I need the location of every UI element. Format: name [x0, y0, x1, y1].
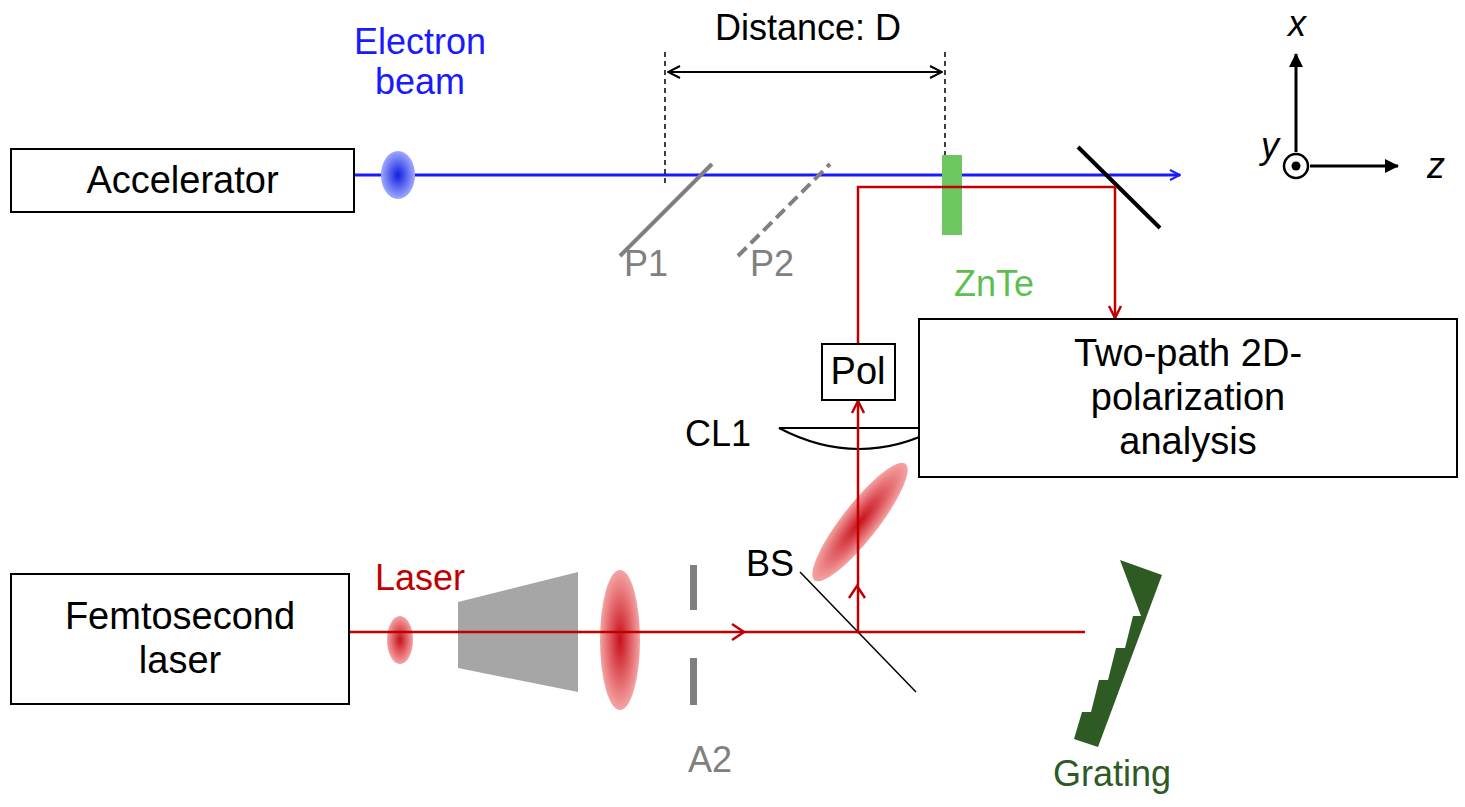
- screen-p1: [620, 164, 712, 256]
- electron-beam-line: [355, 174, 1180, 177]
- node-text: Pol: [831, 350, 886, 394]
- part-label: P1: [624, 244, 668, 284]
- node-text: Femtosecond laser: [50, 595, 310, 682]
- part-label: A2: [688, 740, 732, 780]
- part-label: Laser: [375, 558, 465, 598]
- tilted-pulse: [800, 453, 919, 592]
- axis-label: x: [1288, 4, 1306, 44]
- dimension-label: Distance: D: [715, 8, 901, 48]
- axis-label: y: [1261, 126, 1279, 166]
- polarizer-box: Pol: [821, 343, 896, 401]
- grating: [1074, 560, 1162, 747]
- axis-x: [1295, 54, 1298, 152]
- axis-y: [1284, 154, 1308, 178]
- axis-y-dot: [1292, 162, 1301, 171]
- dimension-arrow: [668, 71, 942, 73]
- expanded-laser-pulse: [600, 570, 640, 710]
- accelerator-box: Accelerator: [10, 148, 355, 213]
- dimension-line: [944, 52, 946, 155]
- analysis-box: Two-path 2D-polarization analysis: [918, 318, 1458, 478]
- axis-label: z: [1427, 146, 1445, 186]
- screen-p2: [738, 164, 830, 256]
- laser-pulse: [387, 616, 413, 664]
- part-label: Grating: [1053, 754, 1171, 794]
- node-text: Accelerator: [86, 159, 278, 203]
- part-label: BS: [746, 544, 794, 584]
- part-label: P2: [750, 244, 794, 284]
- node-text: Two-path 2D-polarization analysis: [1038, 332, 1338, 463]
- znte-crystal: [942, 155, 962, 235]
- laser-source-box: Femtosecond laser: [10, 573, 350, 705]
- aperture-a2: [690, 565, 697, 610]
- beam-label: Electron beam: [320, 22, 520, 103]
- part-label: CL1: [685, 414, 751, 454]
- electron-bunch: [381, 151, 415, 199]
- dimension-line: [664, 52, 666, 185]
- part-label: ZnTe: [954, 264, 1034, 304]
- laser-beam: [857, 631, 1085, 634]
- aperture-a2: [690, 658, 697, 705]
- laser-beam-connector: [350, 401, 858, 632]
- axis-z: [1310, 165, 1398, 168]
